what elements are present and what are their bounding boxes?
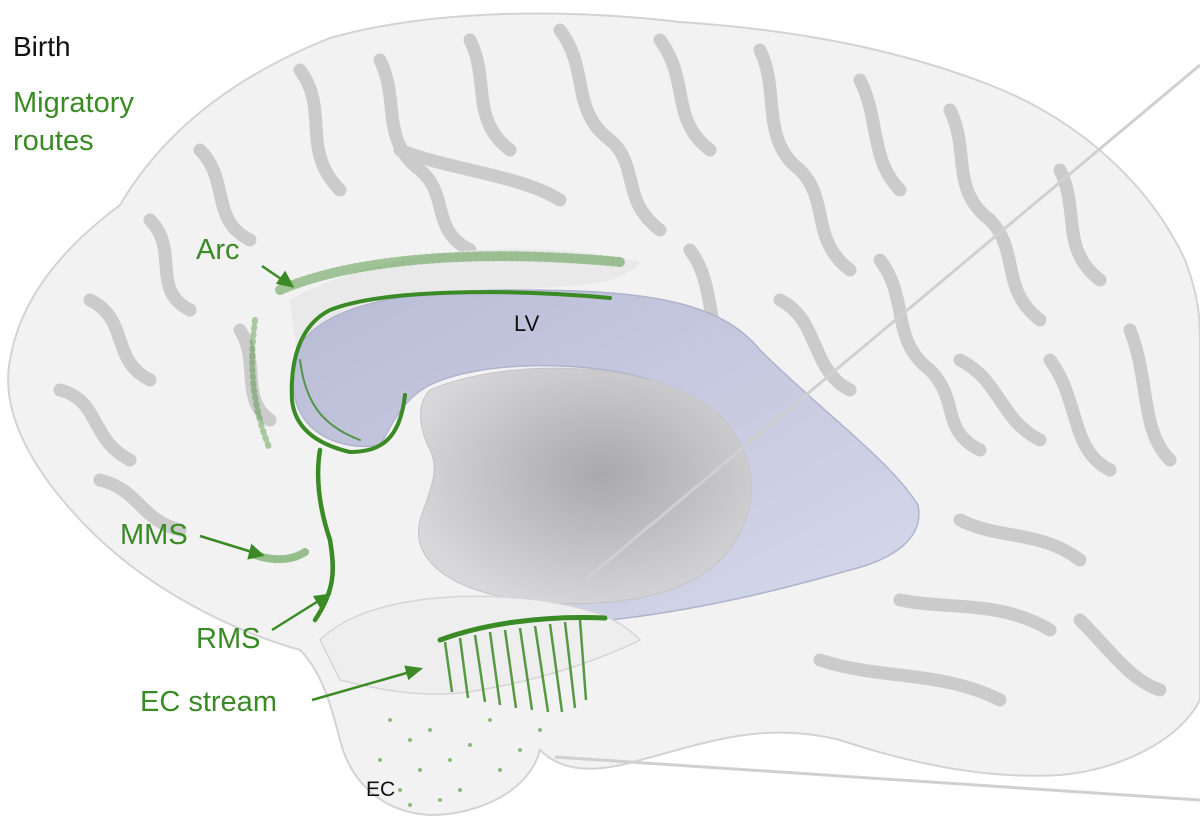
label-lv: LV [514,311,540,336]
ec-cell-scatter [378,718,542,807]
temporal-lobe [319,595,642,695]
label-rms: RMS [196,623,261,655]
rms-arrow [271,598,321,632]
label-mms: MMS [120,519,188,551]
label-arc: Arc [196,234,240,266]
svz-lining [289,290,612,455]
label-ec: EC [366,778,396,801]
label-arrows [199,264,423,702]
ec-fibers [443,619,588,713]
mms-arrow [199,534,253,554]
section-line-diagonal [584,63,1200,582]
arc-stream [275,251,625,295]
page-subtitle: Migratory routes [13,87,134,157]
thalamus [418,367,752,605]
label-ec-stream: EC stream [140,686,277,718]
corpus-callosum [290,248,640,380]
section-line-bottom [554,755,1200,802]
page-title: Birth [13,31,71,62]
ec-stream [437,615,608,643]
ec-stream-arrow [311,670,411,702]
